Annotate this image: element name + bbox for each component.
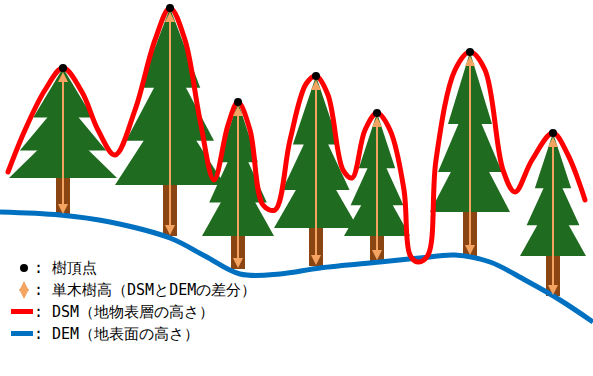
legend-entry: : 単木樹高（DSMとDEMの差分） [8, 280, 232, 300]
legend-entry: : 樹頂点 [8, 258, 73, 278]
tree-height-arrow [376, 119, 378, 258]
legend-dot-symbol [8, 258, 34, 278]
dem-line [0, 212, 593, 322]
tree-top-dot [549, 129, 557, 137]
legend-swatch [11, 331, 33, 336]
legend-swatch [11, 309, 33, 314]
legend-label: : DSM（地物表層の高さ） [34, 303, 216, 321]
legend-arrow-symbol [8, 280, 34, 300]
tree-height-arrow [315, 82, 317, 263]
tree-height-arrow [469, 58, 471, 253]
tree-top-dot [466, 48, 474, 56]
tree-height-arrow [237, 108, 239, 266]
tree-top-dot [166, 4, 174, 12]
legend-label: : DEM（地表面の高さ） [34, 325, 201, 343]
dsm-line [8, 8, 585, 262]
legend-label: : 樹頂点 [34, 259, 99, 277]
tree-top-dot [373, 109, 381, 117]
tree-height-arrow [62, 74, 64, 212]
legend-entry: : DEM（地表面の高さ） [8, 324, 175, 344]
tree-top-dot [234, 98, 242, 106]
legend-entry: : DSM（地物表層の高さ） [8, 302, 190, 322]
legend-label: : 単木樹高（DSMとDEMの差分） [34, 281, 258, 299]
tree-top-dot [312, 72, 320, 80]
tree-top-dot [59, 64, 67, 72]
tree-height-arrow [169, 14, 171, 233]
tree-height-arrow [552, 139, 554, 293]
